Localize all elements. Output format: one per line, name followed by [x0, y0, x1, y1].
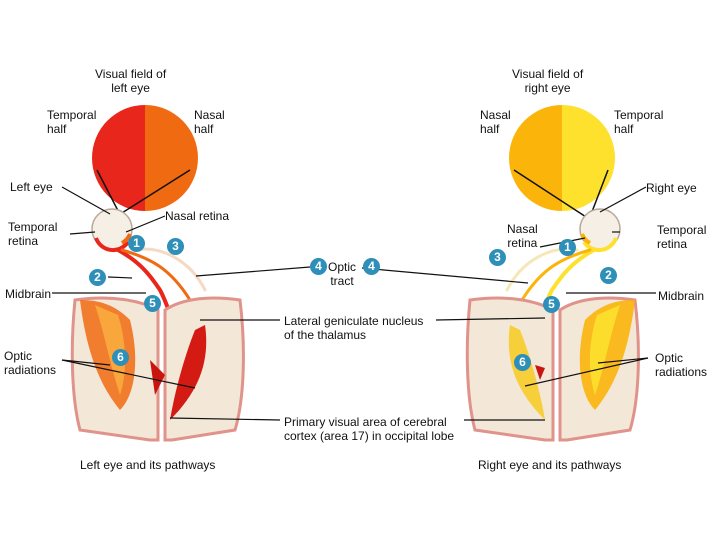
- left-caption: Left eye and its pathways: [80, 458, 216, 472]
- left-temporal-retina-label: Temporal retina: [8, 220, 58, 248]
- left-eye-label: Left eye: [10, 180, 53, 194]
- badge-left-3: 3: [167, 238, 184, 255]
- right-optic-radiations-label: Optic radiations: [655, 351, 708, 379]
- left-eyeball: [91, 208, 133, 253]
- badge-tract-4b: 4: [363, 258, 380, 275]
- badge-right-5: 5: [543, 296, 560, 313]
- right-temporal-retina-label: Temporal retina: [657, 223, 707, 251]
- right-nasal-retina-label: Nasal retina: [507, 222, 538, 250]
- right-caption: Right eye and its pathways: [478, 458, 622, 472]
- left-nasal-retina-label: Nasal retina: [165, 209, 230, 223]
- badge-left-1: 1: [128, 235, 145, 252]
- left-visual-field: [92, 105, 198, 211]
- right-eye-label: Right eye: [646, 181, 697, 195]
- left-midbrain-label: Midbrain: [5, 287, 52, 301]
- badge-right-2: 2: [600, 267, 617, 284]
- left-brain: [70, 296, 245, 442]
- badge-right-6: 6: [514, 354, 531, 371]
- badge-left-5: 5: [144, 295, 161, 312]
- badge-left-2: 2: [89, 269, 106, 286]
- right-nasal-half-label: Nasal half: [480, 108, 511, 136]
- leader-lines: [52, 186, 656, 421]
- badge-right-3: 3: [489, 249, 506, 266]
- left-nasal-half-label: Nasal half: [194, 108, 225, 136]
- badge-left-6: 6: [112, 349, 129, 366]
- left-field-title: Visual field of left eye: [95, 67, 167, 95]
- right-field-title: Visual field of right eye: [512, 67, 584, 95]
- right-eyeball: [579, 208, 621, 253]
- left-optic-radiations-label: Optic radiations: [4, 349, 57, 377]
- lgn-label: Lateral geniculate nucleus of the thalam…: [284, 314, 424, 342]
- optic-tract-label: Optic tract: [328, 260, 357, 288]
- badge-right-1: 1: [559, 239, 576, 256]
- left-temporal-half-label: Temporal half: [47, 108, 97, 136]
- visual-cortex-label: Primary visual area of cerebral cortex (…: [284, 415, 455, 443]
- right-temporal-half-label: Temporal half: [614, 108, 664, 136]
- badge-tract-4a: 4: [310, 258, 327, 275]
- right-midbrain-label: Midbrain: [658, 289, 705, 303]
